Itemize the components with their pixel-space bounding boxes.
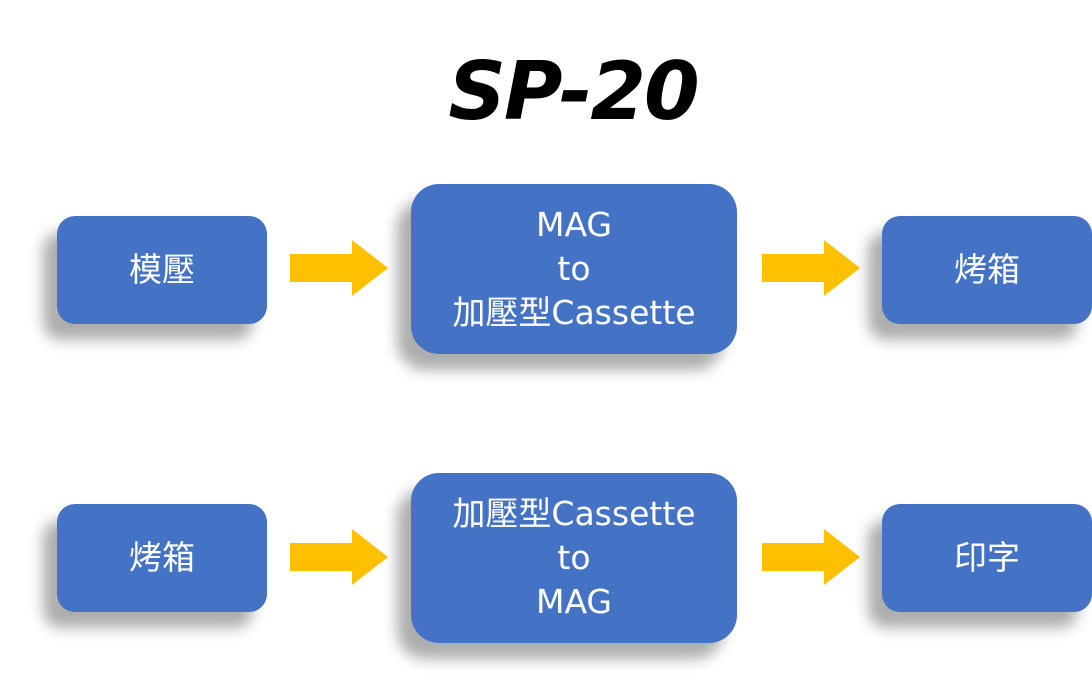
row2-arrow-1 — [290, 529, 388, 585]
row2-start-label: 烤箱 — [129, 538, 195, 577]
row1-start-box: 模壓 — [57, 216, 267, 324]
row1-end-label: 烤箱 — [954, 250, 1020, 289]
right-arrow-icon — [290, 529, 388, 585]
row1-arrow-2 — [762, 240, 860, 296]
row1-arrow-1 — [290, 240, 388, 296]
right-arrow-icon — [762, 240, 860, 296]
row2-process-line-3: MAG — [535, 582, 613, 621]
row2-arrow-2 — [762, 529, 860, 585]
row2-process-line-2: to — [557, 538, 591, 577]
row2-end-label: 印字 — [954, 538, 1020, 577]
row2-process-line-1: 加壓型Cassette — [452, 494, 696, 533]
row1-process-line-2: to — [557, 249, 591, 288]
row1-start-label: 模壓 — [129, 250, 195, 289]
row2-start-box: 烤箱 — [57, 504, 267, 612]
row2-end-box: 印字 — [882, 504, 1092, 612]
row1-end-box: 烤箱 — [882, 216, 1092, 324]
diagram-title: SP-20 — [448, 45, 699, 138]
row2-process-box: 加壓型Cassette to MAG — [411, 473, 737, 643]
right-arrow-icon — [762, 529, 860, 585]
row1-process-line-1: MAG — [535, 205, 613, 244]
row1-process-line-3: 加壓型Cassette — [452, 293, 696, 332]
right-arrow-icon — [290, 240, 388, 296]
row1-process-box: MAG to 加壓型Cassette — [411, 184, 737, 354]
